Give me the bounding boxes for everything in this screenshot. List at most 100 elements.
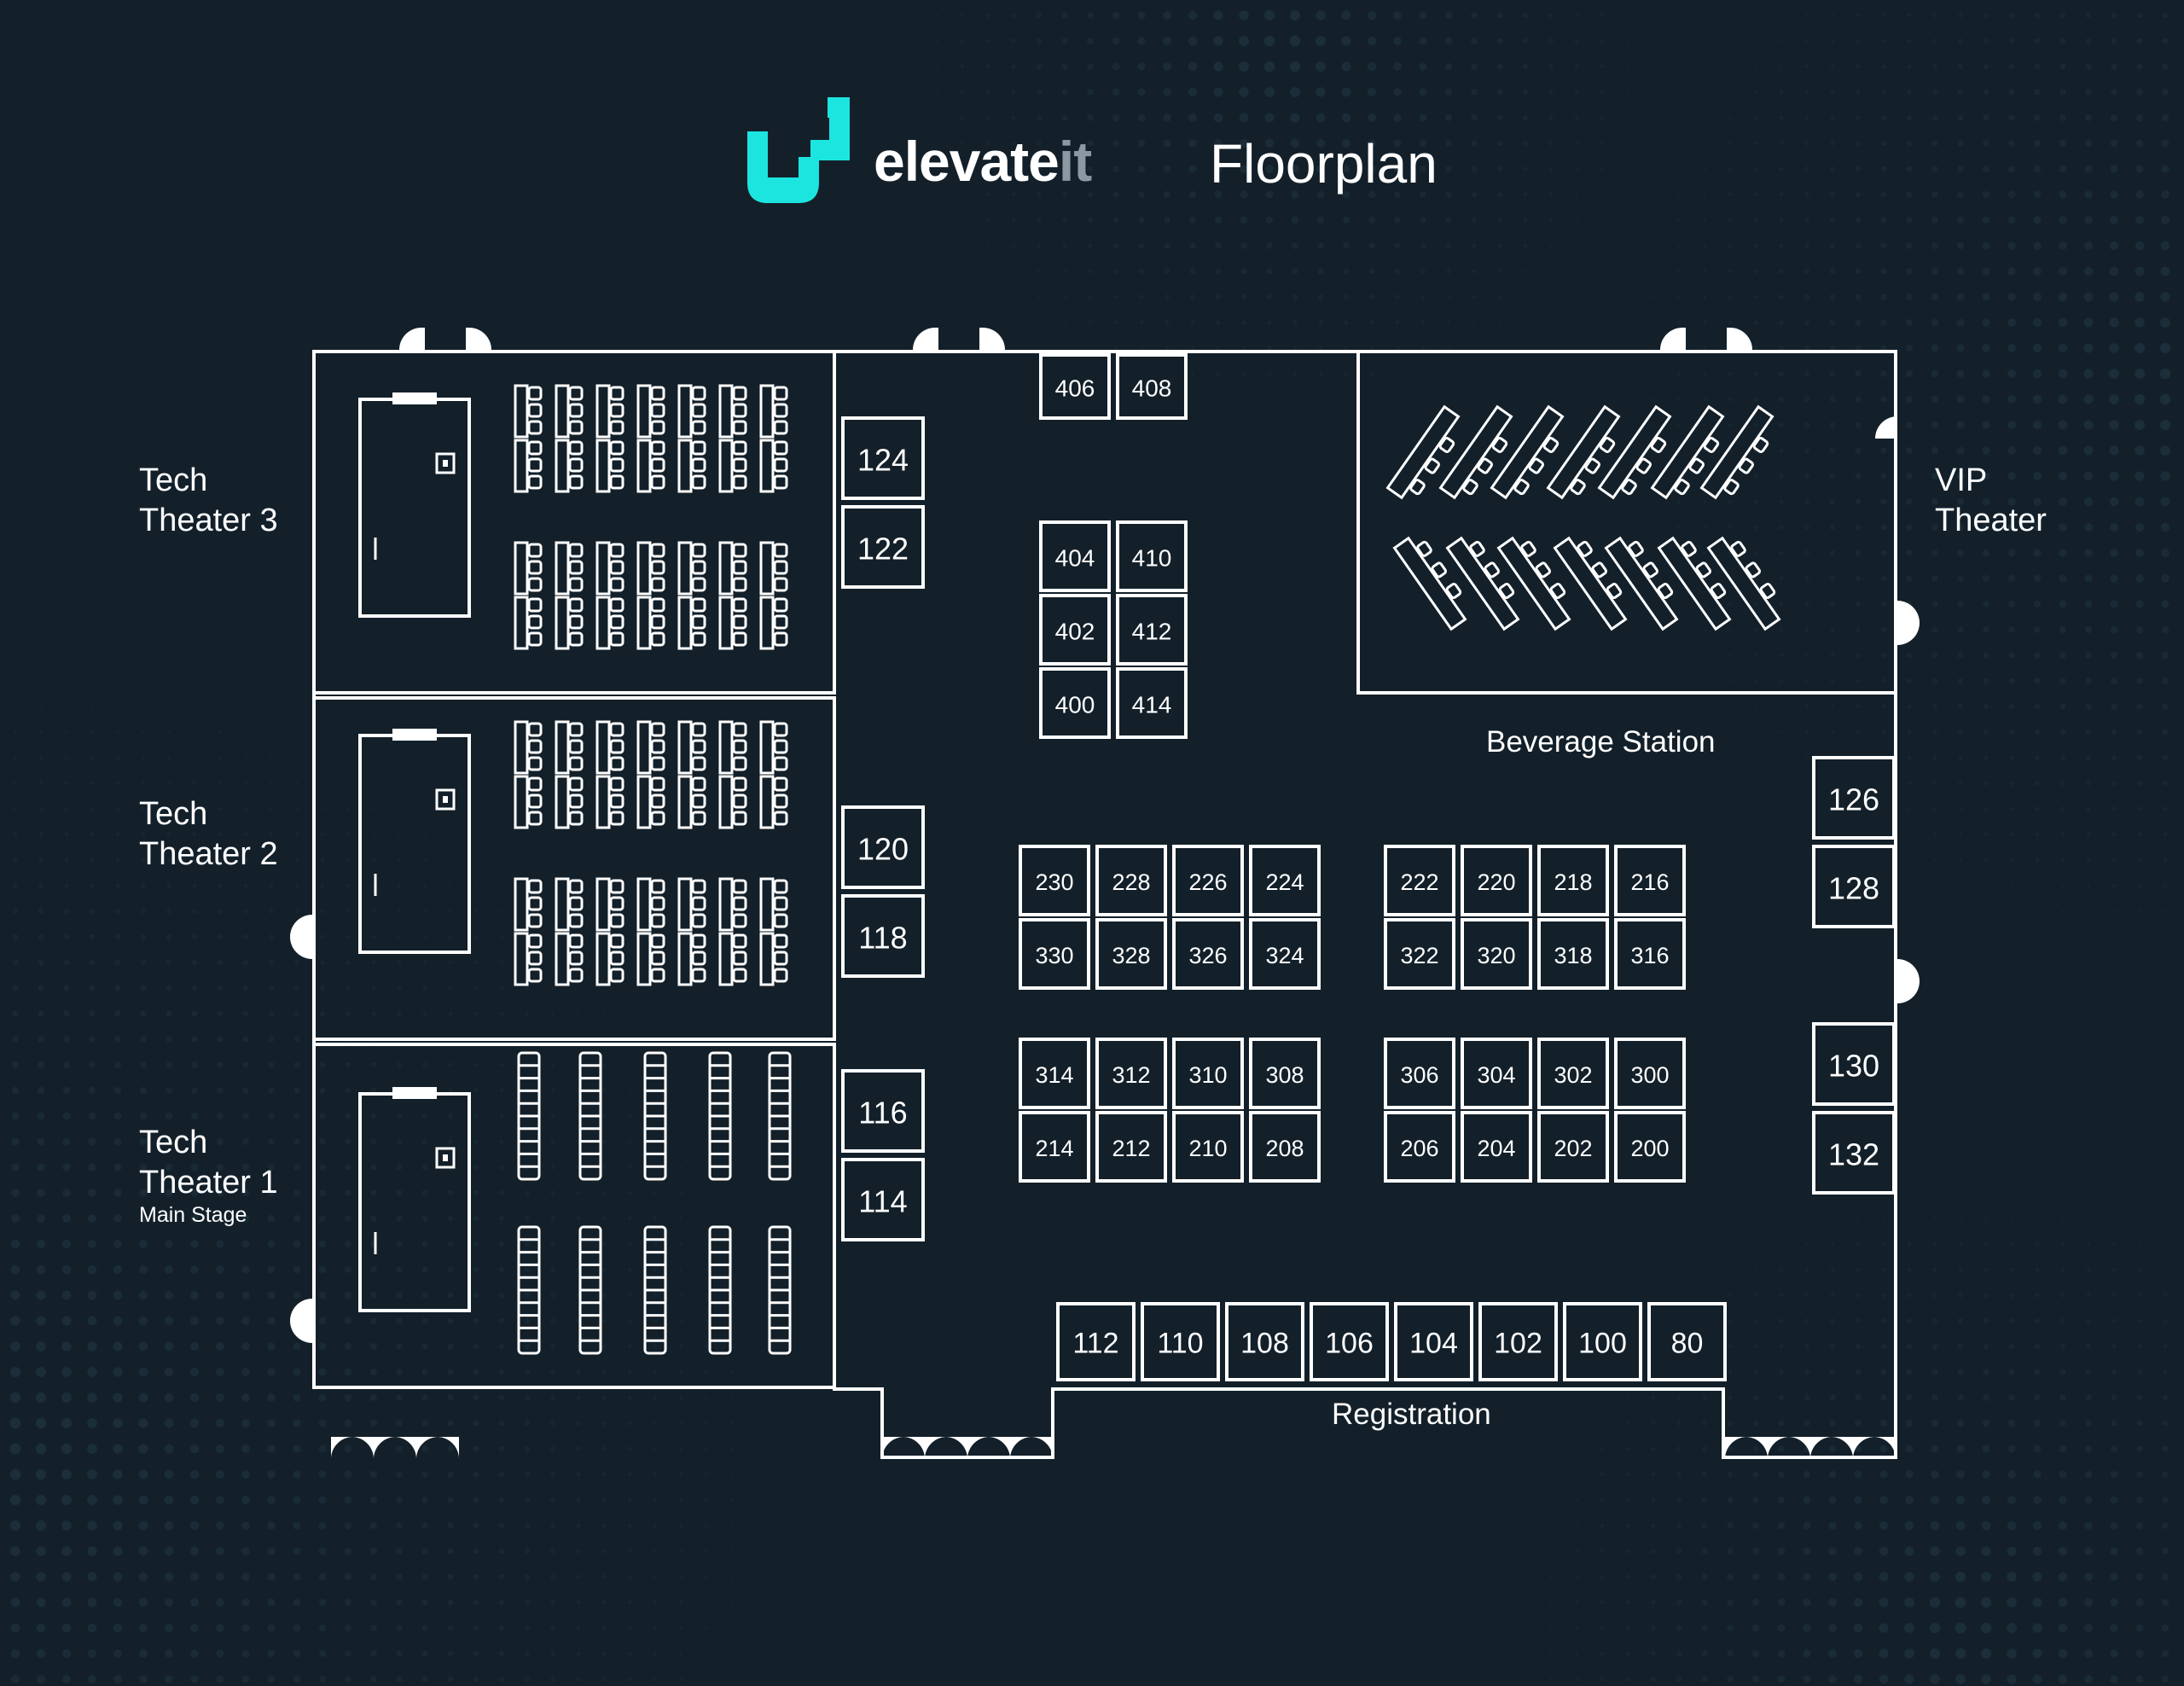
booth-224[interactable]: 224 [1249,845,1321,916]
booth-302[interactable]: 302 [1537,1038,1609,1109]
bg-dot [38,933,44,940]
bg-dot [38,909,44,914]
bg-dot [1906,345,1913,352]
booth-110[interactable]: 110 [1141,1302,1220,1381]
bg-dot [1753,525,1758,530]
table [677,720,693,775]
booth-132[interactable]: 132 [1812,1111,1896,1195]
booth-130[interactable]: 130 [1812,1022,1896,1106]
booth-326[interactable]: 326 [1172,918,1244,990]
booth-124[interactable]: 124 [841,416,925,500]
booth-122[interactable]: 122 [841,505,925,589]
booth-226[interactable]: 226 [1172,845,1244,916]
booth-406[interactable]: 406 [1039,353,1111,420]
bg-dot [422,934,427,939]
door-icon [395,1437,416,1459]
bg-dot [2135,292,2145,302]
bg-dot [38,985,44,991]
bg-dot [2059,497,2067,506]
bg-dot [1393,37,1402,45]
booth-400[interactable]: 400 [1039,667,1111,739]
bg-dot [1523,141,1528,146]
booth-322[interactable]: 322 [1384,918,1455,990]
bg-dot [192,883,197,888]
chair [732,968,747,983]
booth-120[interactable]: 120 [841,805,925,889]
booth-200[interactable]: 200 [1614,1111,1686,1183]
booth-306[interactable]: 306 [1384,1038,1455,1109]
bg-dot [1753,141,1758,146]
vip-theater-wall [1356,350,1897,695]
chair [732,597,747,613]
booth-210[interactable]: 210 [1172,1111,1244,1183]
booth-118[interactable]: 118 [841,894,925,978]
bg-dot [1037,166,1042,172]
booth-216[interactable]: 216 [1614,845,1686,916]
booth-220[interactable]: 220 [1461,845,1532,916]
booth-230[interactable]: 230 [1019,845,1090,916]
bg-dot [1984,884,1988,887]
booth-218[interactable]: 218 [1537,845,1609,916]
chair [773,420,788,435]
booth-214[interactable]: 214 [1019,1111,1090,1183]
bg-dot [1830,64,1835,69]
booth-402[interactable]: 402 [1039,594,1111,666]
booth-204[interactable]: 204 [1461,1111,1532,1183]
bg-dot [1138,191,1145,198]
booth-304[interactable]: 304 [1461,1038,1532,1109]
booth-102[interactable]: 102 [1478,1302,1558,1381]
booth-312[interactable]: 312 [1095,1038,1167,1109]
chair [773,597,788,613]
bg-dot [2084,574,2093,583]
booth-208[interactable]: 208 [1249,1111,1321,1183]
chair [691,756,706,771]
booth-412[interactable]: 412 [1116,594,1188,666]
booth-320[interactable]: 320 [1461,918,1532,990]
booth-100[interactable]: 100 [1563,1302,1642,1381]
booth-112[interactable]: 112 [1056,1302,1136,1381]
booth-404[interactable]: 404 [1039,520,1111,592]
door-icon [1660,328,1682,350]
booth-310[interactable]: 310 [1172,1038,1244,1109]
booth-202[interactable]: 202 [1537,1111,1609,1183]
booth-108[interactable]: 108 [1225,1302,1304,1381]
booth-314[interactable]: 314 [1019,1038,1090,1109]
booth-410[interactable]: 410 [1116,520,1188,592]
booth-222[interactable]: 222 [1384,845,1455,916]
bg-dot [1036,38,1043,44]
booth-80[interactable]: 80 [1647,1302,1727,1381]
bg-dot [1446,294,1451,299]
booth-328[interactable]: 328 [1095,918,1167,990]
bg-dot [1652,270,1655,273]
booth-104[interactable]: 104 [1394,1302,1473,1381]
booth-300[interactable]: 300 [1614,1038,1686,1109]
bg-dot [1804,447,1810,454]
booth-330[interactable]: 330 [1019,918,1090,990]
booth-206[interactable]: 206 [1384,1111,1455,1183]
booth-106[interactable]: 106 [1310,1302,1389,1381]
booth-324[interactable]: 324 [1249,918,1321,990]
bg-dot [1011,192,1016,197]
bg-dot [1471,89,1478,96]
booth-318[interactable]: 318 [1537,918,1609,990]
bg-dot [1213,36,1223,46]
bg-dot [1012,270,1015,273]
bg-dot [2109,522,2119,532]
booth-128[interactable]: 128 [1812,845,1896,928]
booth-308[interactable]: 308 [1249,1038,1321,1109]
vip-table-top [1699,404,1774,500]
booth-212[interactable]: 212 [1095,1111,1167,1183]
booth-116[interactable]: 116 [841,1069,925,1153]
bg-dot [2111,677,2117,684]
bg-dot [1445,217,1452,224]
chair [609,614,624,630]
bg-dot [1779,320,1784,325]
booth-408[interactable]: 408 [1116,353,1188,420]
booth-228[interactable]: 228 [1095,845,1167,916]
bg-dot [2035,858,2040,863]
bg-dot [1931,472,1939,480]
booth-126[interactable]: 126 [1812,756,1896,840]
booth-316[interactable]: 316 [1614,918,1686,990]
booth-414[interactable]: 414 [1116,667,1188,739]
booth-114[interactable]: 114 [841,1158,925,1241]
